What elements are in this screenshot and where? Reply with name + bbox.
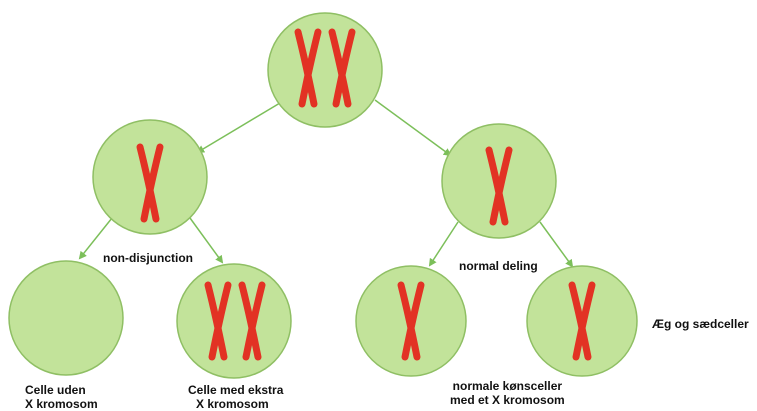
label-non-disjunction: non-disjunction	[103, 251, 193, 265]
label-cell-without-x: Celle uden X kromosom	[25, 383, 98, 411]
label-normal-division: normal deling	[459, 259, 538, 273]
arrow-parent-to-right	[375, 100, 450, 155]
cell-gamete-no-x	[9, 261, 123, 375]
arrow-right-to-normal-2	[540, 222, 572, 266]
cell-gamete-extra-x	[177, 264, 291, 378]
cell-gamete-normal-2	[527, 266, 637, 376]
label-text: Æg og sædceller	[652, 317, 749, 331]
label-line: med et X kromosom	[450, 393, 565, 407]
cell-meiosis-left	[93, 120, 207, 234]
label-normal-gametes: normale kønsceller med et X kromosom	[450, 379, 565, 407]
label-line: Celle uden	[25, 383, 98, 397]
arrow-parent-to-left	[198, 100, 285, 152]
cell-gamete-normal-1	[356, 266, 466, 376]
label-text: normal deling	[459, 259, 538, 273]
label-line: X kromosom	[188, 397, 283, 411]
label-line: Celle med ekstra	[188, 383, 283, 397]
label-line: normale kønsceller	[450, 379, 565, 393]
label-eggs-and-sperm: Æg og sædceller	[652, 317, 749, 331]
cell-meiosis-right	[442, 124, 556, 238]
cell-parent	[268, 13, 382, 127]
label-text: non-disjunction	[103, 251, 193, 265]
arrow-left-to-extra-x	[190, 218, 222, 262]
label-cell-extra-x: Celle med ekstra X kromosom	[188, 383, 283, 411]
label-line: X kromosom	[25, 397, 98, 411]
arrow-right-to-normal-1	[430, 222, 458, 265]
